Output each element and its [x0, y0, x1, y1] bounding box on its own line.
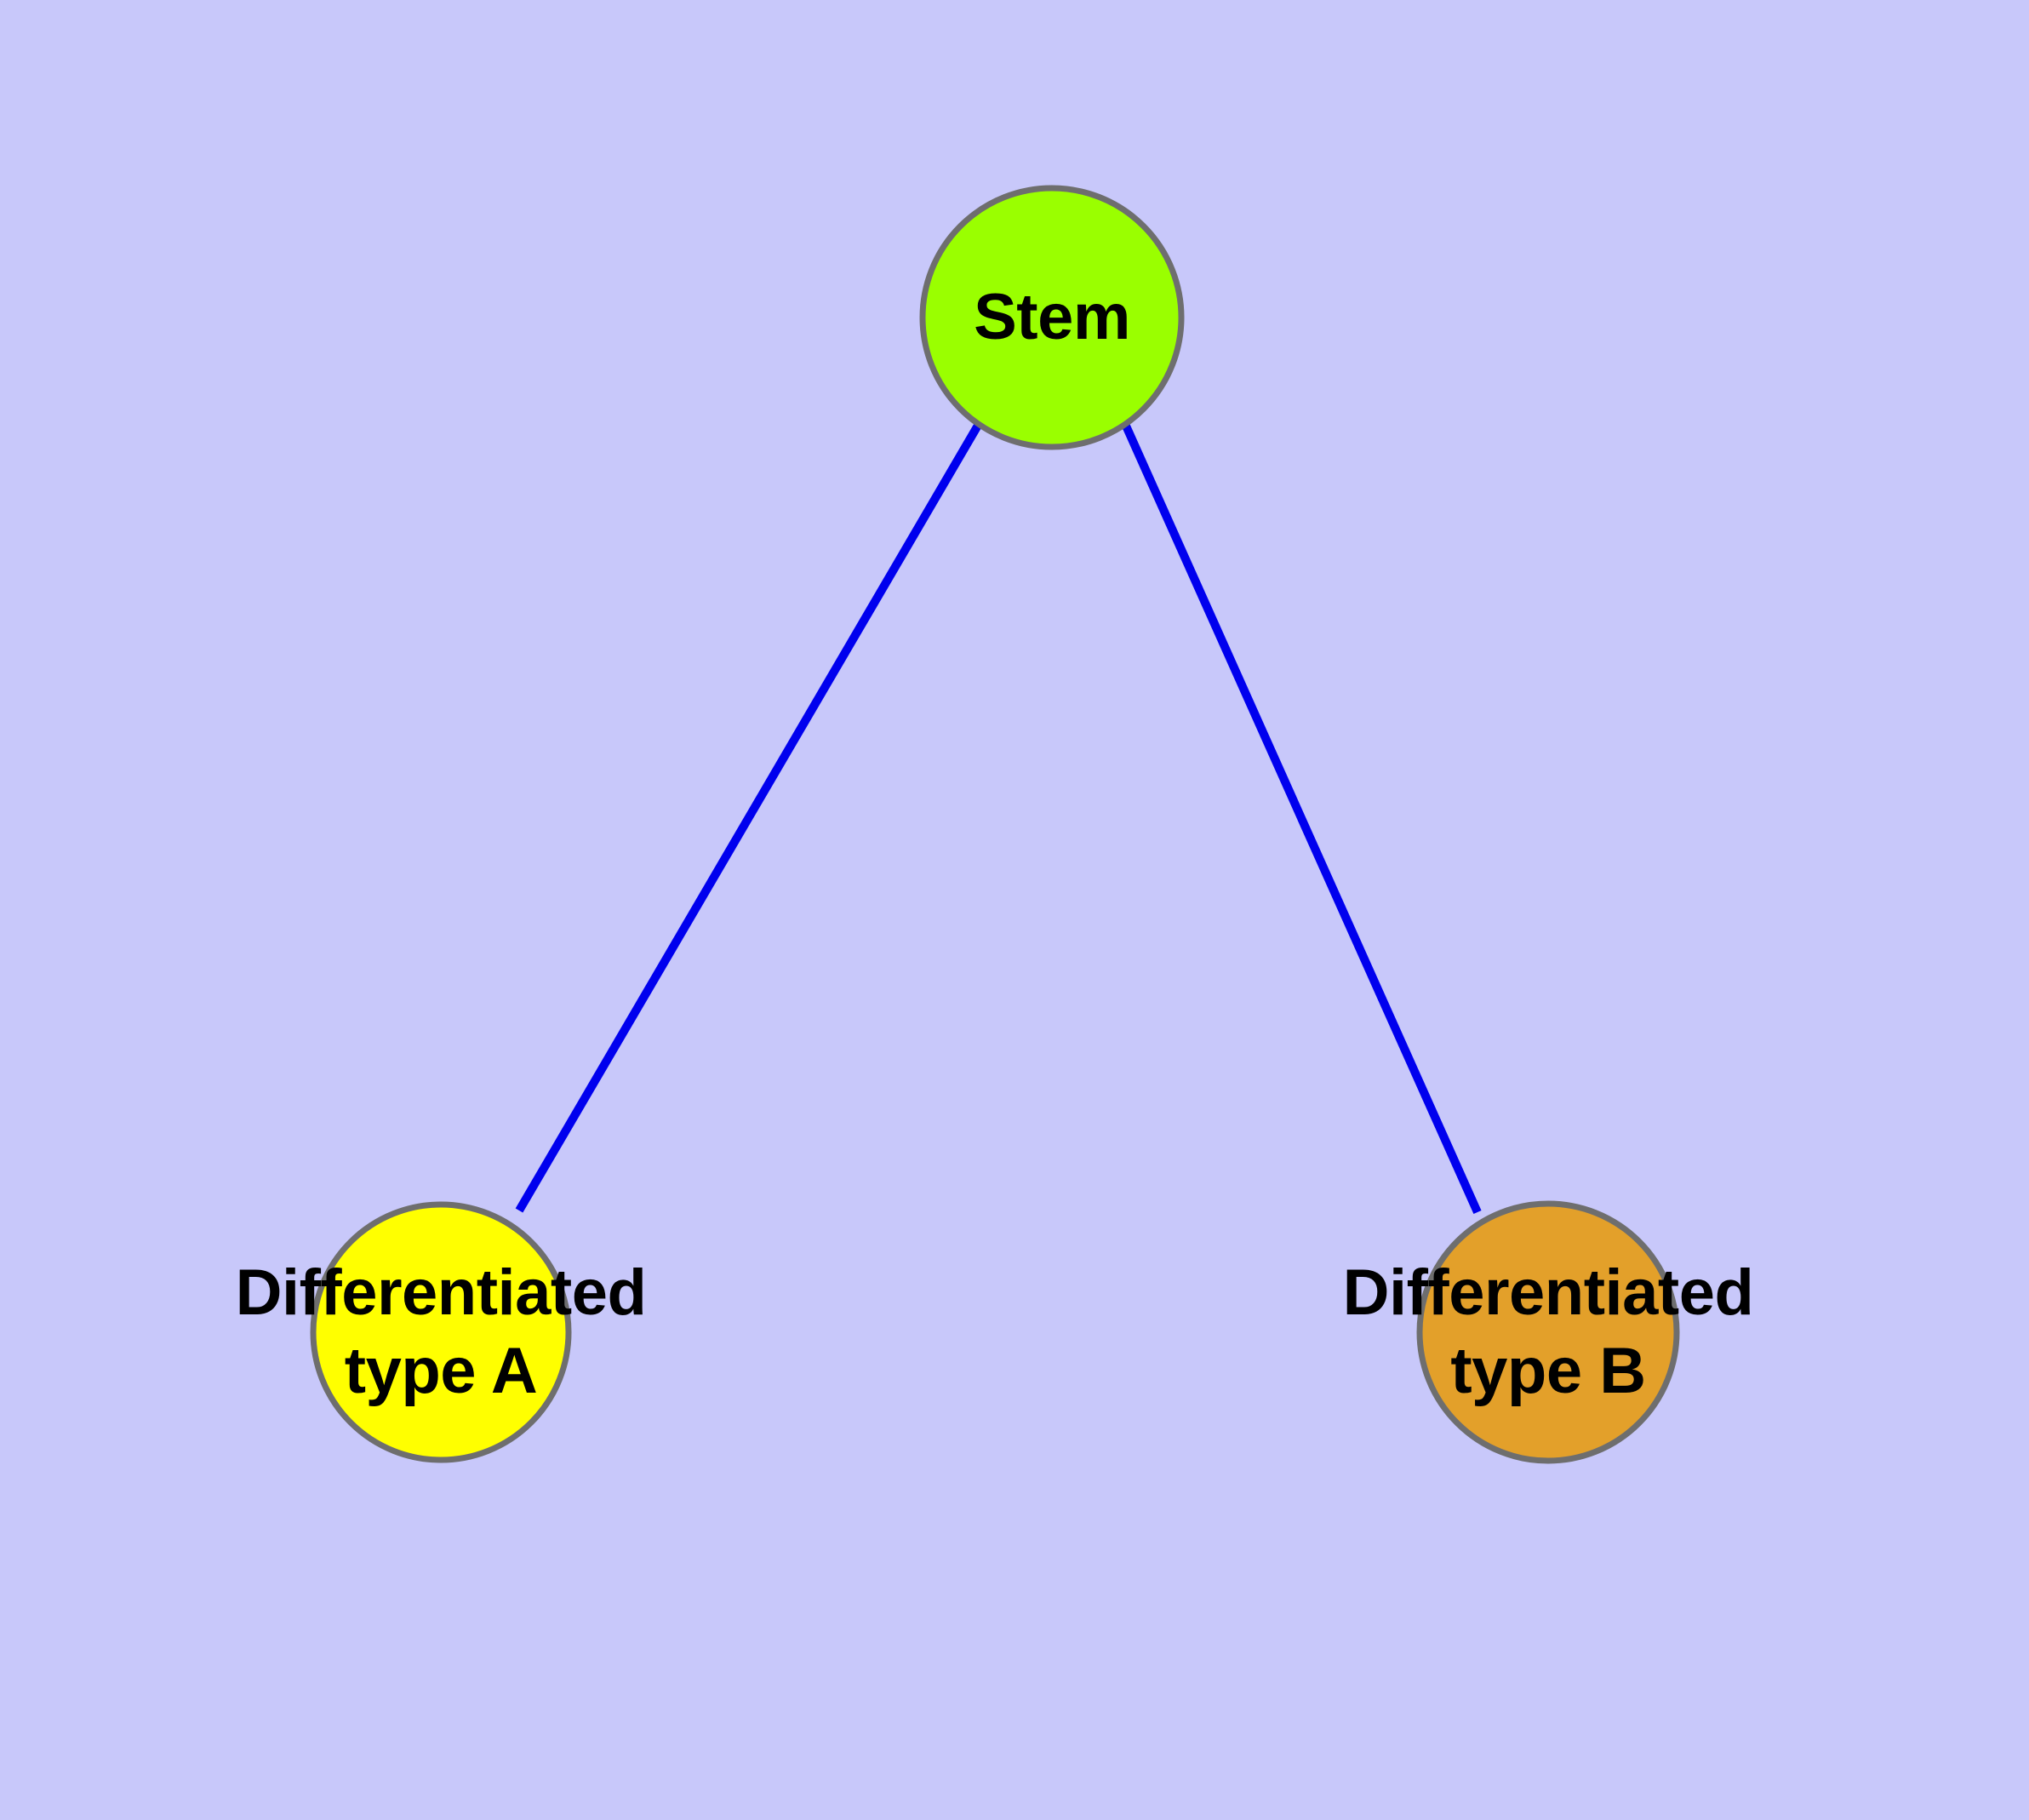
- node-differentiated-type-a[interactable]: [310, 1201, 572, 1463]
- node-differentiated-type-b[interactable]: [1416, 1200, 1680, 1464]
- edge-stem-to-diff-b[interactable]: [1121, 421, 1482, 1215]
- node-stem[interactable]: [919, 185, 1185, 450]
- edge-stem-to-diff-a[interactable]: [515, 421, 983, 1213]
- node-layer: [310, 185, 1680, 1464]
- edge-layer: [515, 421, 1482, 1215]
